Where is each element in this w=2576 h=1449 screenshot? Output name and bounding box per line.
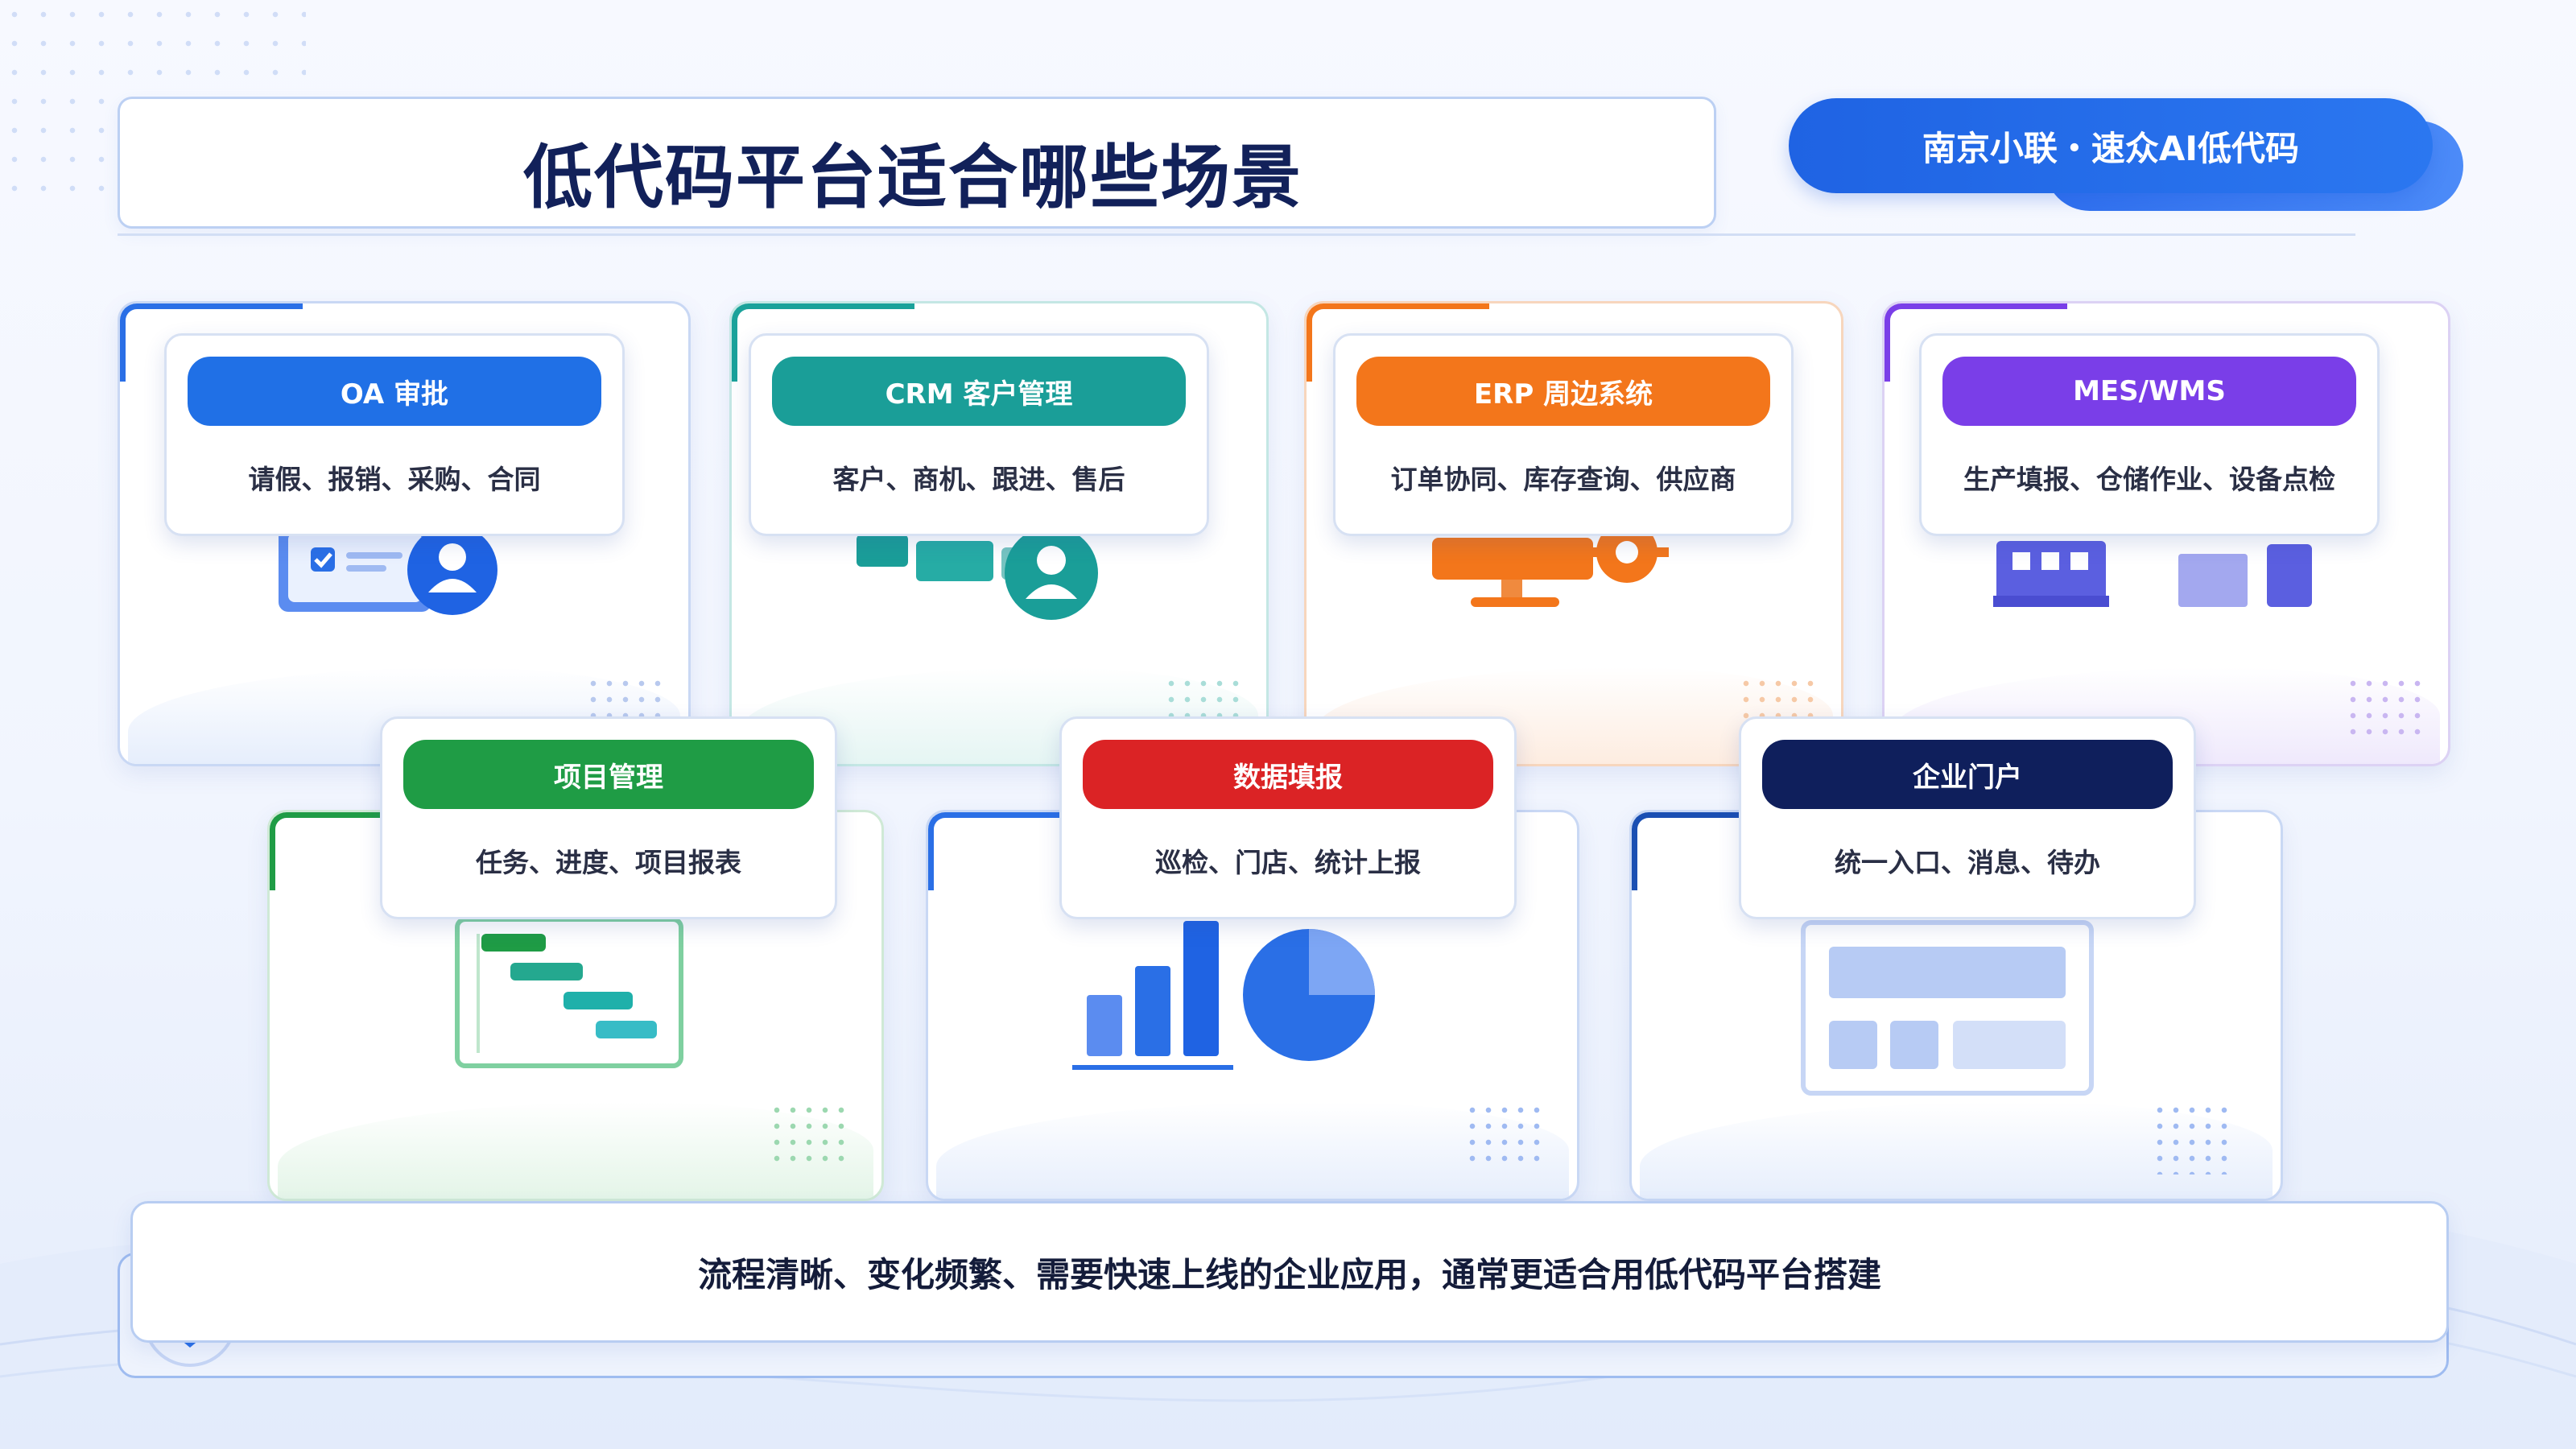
scenario-desc-mes: 生产填报、仓储作业、设备点检 xyxy=(1963,464,2335,495)
scenario-label-crm: CRM 客户管理 客户、商机、跟进、售后 xyxy=(749,333,1209,536)
scenario-label-project: 项目管理 任务、进度、项目报表 xyxy=(380,716,837,919)
scenario-title-mes: MES/WMS xyxy=(1942,357,2356,426)
scenario-desc-oa: 请假、报销、采购、合同 xyxy=(248,464,541,495)
scenario-label-portal: 企业门户 统一入口、消息、待办 xyxy=(1739,716,2196,919)
scenario-title-project: 项目管理 xyxy=(403,740,814,809)
title-frame xyxy=(118,97,1716,229)
gantt-chart-icon xyxy=(455,917,683,1068)
customer-icon xyxy=(857,526,1098,620)
summary-banner: 流程清晰、变化频繁、需要快速上线的企业应用，通常更适合用低代码平台搭建 xyxy=(130,1201,2449,1343)
scenario-title-data: 数据填报 xyxy=(1083,740,1493,809)
scenario-desc-portal: 统一入口、消息、待办 xyxy=(1835,847,2100,878)
scenario-desc-crm: 客户、商机、跟进、售后 xyxy=(832,464,1125,495)
scenario-label-erp: ERP 周边系统 订单协同、库存查询、供应商 xyxy=(1333,333,1794,536)
scenario-title-oa: OA 审批 xyxy=(188,357,601,426)
brand-badge: 南京小联・速众AI低代码 xyxy=(1789,98,2433,193)
approval-form-icon xyxy=(279,523,497,615)
scenario-label-oa: OA 审批 请假、报销、采购、合同 xyxy=(164,333,625,536)
scenario-title-erp: ERP 周边系统 xyxy=(1356,357,1770,426)
scenario-desc-project: 任务、进度、项目报表 xyxy=(476,847,741,878)
statistics-chart-icon xyxy=(1072,921,1375,1070)
scenario-title-portal: 企业门户 xyxy=(1762,740,2173,809)
scenario-desc-erp: 订单协同、库存查询、供应商 xyxy=(1390,464,1736,495)
scenario-label-mes: MES/WMS 生产填报、仓储作业、设备点检 xyxy=(1919,333,2380,536)
computer-gear-icon xyxy=(1432,531,1669,607)
divider xyxy=(118,233,2355,236)
factory-warehouse-icon xyxy=(1993,541,2312,607)
scenario-label-data: 数据填报 巡检、门店、统计上报 xyxy=(1059,716,1517,919)
page-title: 低代码平台适合哪些场景 xyxy=(523,138,1302,218)
scenario-desc-data: 巡检、门店、统计上报 xyxy=(1155,847,1421,878)
portal-page-icon xyxy=(1801,920,2094,1096)
scenario-title-crm: CRM 客户管理 xyxy=(772,357,1186,426)
